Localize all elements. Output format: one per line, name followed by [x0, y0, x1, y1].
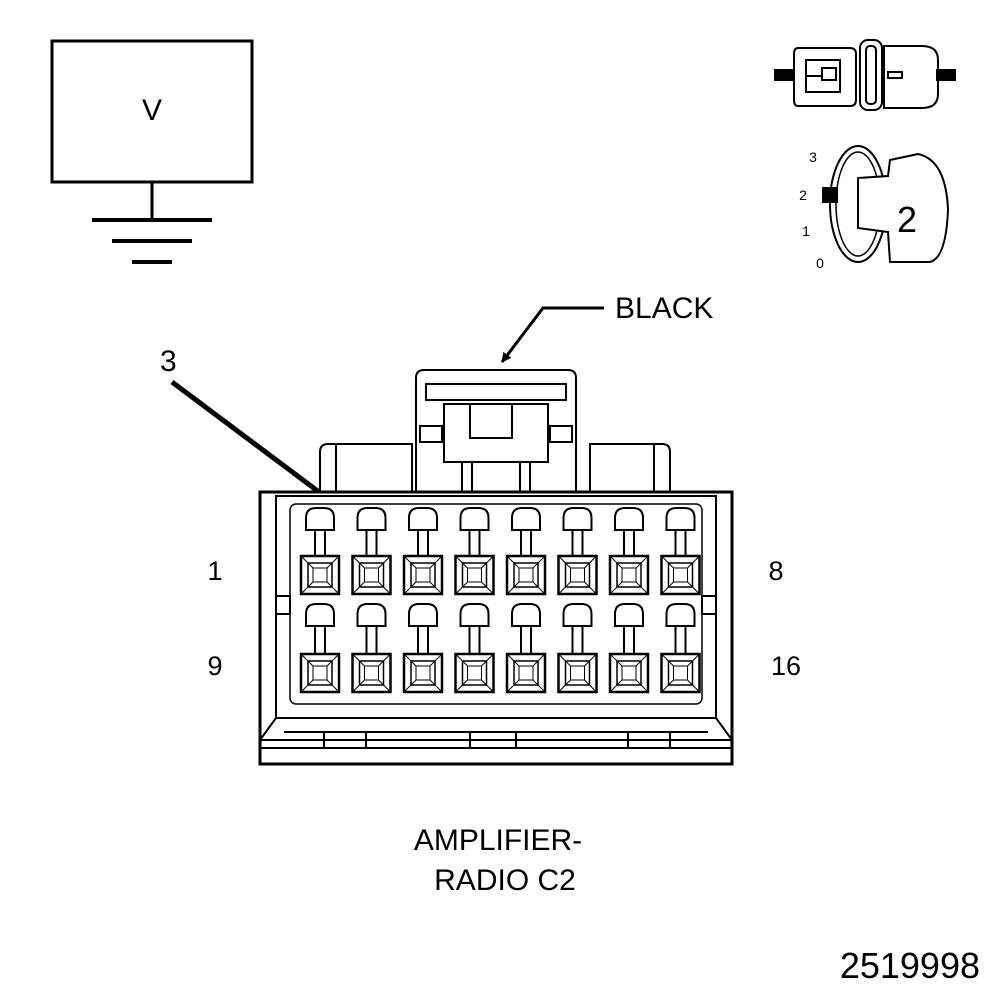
connector-color-label: BLACK: [615, 292, 713, 325]
pin-cavity-10: [351, 603, 392, 694]
pin-cavity-15: [608, 603, 650, 694]
connector-name-line2: RADIO C2: [434, 864, 576, 897]
pin-cavity-9: [299, 603, 341, 694]
pin-cavity-11: [402, 603, 444, 694]
disconnected-connector-icon: [774, 39, 956, 111]
voltmeter-box: [50, 39, 254, 184]
pin-cavity-16: [660, 603, 701, 694]
pin-cavity-12: [454, 603, 495, 694]
pin-cavity-5: [505, 507, 547, 596]
row1-start-label: 1: [207, 556, 222, 586]
figure-id: 2519998: [840, 945, 980, 986]
pin-cavity-14: [557, 603, 598, 694]
pin-cavity-4: [454, 507, 495, 596]
pin-cavity-8: [660, 507, 701, 596]
position-2-label: 2: [799, 187, 807, 203]
pin-cavity-3: [402, 507, 444, 596]
voltmeter-symbol: V: [50, 39, 254, 264]
ignition-key-icon: [857, 152, 950, 263]
pin-cavity-2: [351, 507, 392, 596]
pin-callout-label: 3: [160, 345, 177, 378]
voltmeter-label: V: [142, 94, 162, 127]
connector-name-line1: AMPLIFIER-: [414, 824, 582, 857]
row2-start-label: 9: [207, 651, 222, 681]
pin-cavity-13: [505, 603, 547, 694]
ignition-switch-icon: 3 2 1 0 2: [799, 145, 950, 271]
pin-cavities: [299, 507, 701, 694]
position-1-label: 1: [802, 223, 810, 239]
row1-end-label: 8: [768, 556, 783, 586]
connector-body: [258, 369, 734, 766]
row2-end-label: 16: [771, 651, 801, 681]
position-3-label: 3: [809, 149, 817, 165]
ignition-position-label: 2: [897, 199, 917, 240]
pin-cavity-7: [608, 507, 650, 596]
pin-cavity-6: [557, 507, 598, 596]
pin-cavity-1: [299, 507, 341, 596]
switch-indicator: [822, 187, 838, 203]
color-callout: BLACK: [500, 292, 713, 363]
position-0-label: 0: [816, 255, 824, 271]
color-leader-arrow: [500, 306, 604, 363]
